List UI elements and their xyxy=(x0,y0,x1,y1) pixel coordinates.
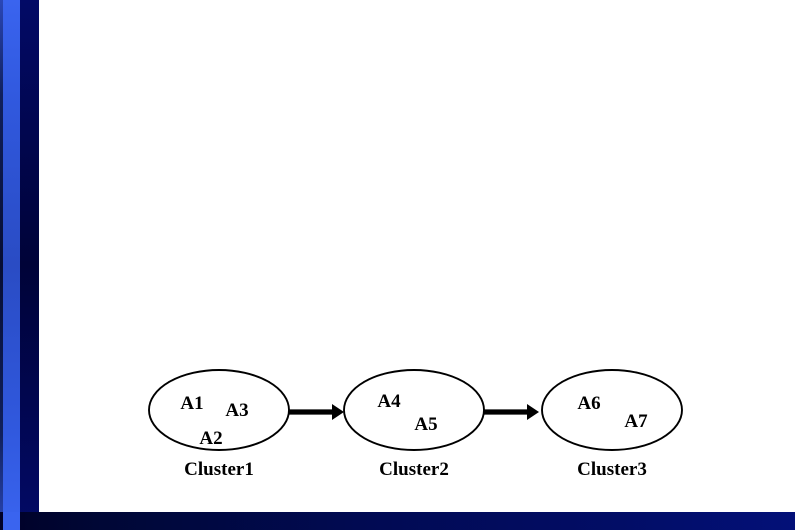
cluster-cluster2[interactable]: A4 A5 Cluster2 xyxy=(343,369,485,480)
cluster1-ellipse[interactable] xyxy=(148,369,290,451)
cluster1-label: Cluster1 xyxy=(184,459,254,480)
node-A5-label: A5 xyxy=(414,414,437,435)
edge-1-arrowhead xyxy=(332,404,344,420)
left-border-hairline xyxy=(0,0,3,530)
bottom-left-corner-accent xyxy=(3,512,20,530)
node-A1-label: A1 xyxy=(180,393,203,414)
diagram-svg: A1 A3 A2 Cluster1 A4 A5 Cluster2 A6 A7 C… xyxy=(148,369,683,480)
edge-2-arrowhead xyxy=(527,404,539,420)
cluster3-label: Cluster3 xyxy=(577,459,647,480)
cluster-flow-diagram: A1 A3 A2 Cluster1 A4 A5 Cluster2 A6 A7 C… xyxy=(39,0,795,512)
node-A4-label: A4 xyxy=(377,391,401,412)
cluster2-label: Cluster2 xyxy=(379,459,449,480)
node-A7-label: A7 xyxy=(624,411,648,432)
left-border-dark-band xyxy=(20,0,39,530)
edge-2 xyxy=(484,404,539,420)
node-A6-label: A6 xyxy=(577,393,600,414)
left-border-bright-band xyxy=(3,0,20,530)
cluster-cluster3[interactable]: A6 A7 Cluster3 xyxy=(541,369,683,480)
node-A2-label: A2 xyxy=(199,428,222,449)
cluster3-ellipse[interactable] xyxy=(541,369,683,451)
bottom-border-band xyxy=(0,512,795,530)
edge-1 xyxy=(289,404,344,420)
cluster2-ellipse[interactable] xyxy=(343,369,485,451)
node-A3-label: A3 xyxy=(225,400,248,421)
cluster-cluster1[interactable]: A1 A3 A2 Cluster1 xyxy=(148,369,290,480)
